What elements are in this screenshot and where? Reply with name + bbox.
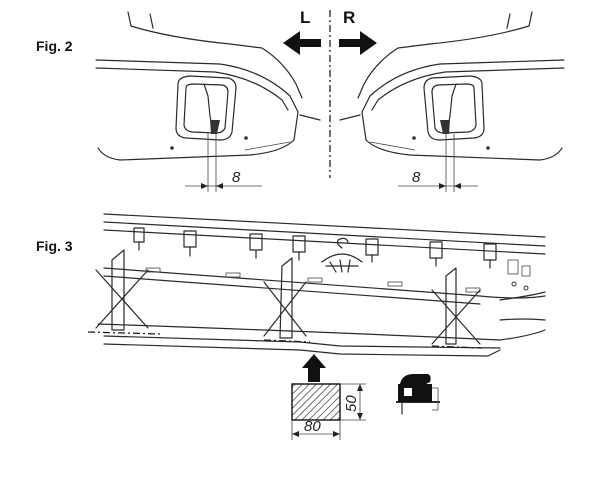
left-rear-panel	[95, 11, 321, 192]
block-width-dimension: 80	[304, 418, 321, 435]
mounting-clips	[133, 227, 497, 269]
panel-slots	[145, 267, 481, 293]
right-side-label: R	[343, 8, 356, 27]
fig3-label: Fig. 3	[36, 238, 73, 254]
right-arrow-icon	[339, 31, 377, 55]
support-left	[87, 249, 161, 335]
support-middle	[263, 257, 311, 343]
bumper-end-details	[507, 259, 531, 291]
emblem-icon	[321, 237, 363, 273]
block-height-dimension: 50	[343, 395, 360, 412]
bumper-beam	[97, 213, 546, 357]
left-arrow-icon	[283, 31, 321, 55]
fig2-label: Fig. 2	[36, 38, 73, 54]
support-right	[431, 267, 483, 349]
jigsaw-icon	[396, 374, 440, 415]
left-side-label: L	[300, 8, 311, 27]
left-offset-dimension: 8	[232, 169, 241, 186]
wood-block	[291, 383, 366, 440]
up-arrow-icon	[302, 354, 326, 382]
right-rear-panel	[339, 11, 565, 192]
right-offset-dimension: 8	[412, 169, 421, 186]
